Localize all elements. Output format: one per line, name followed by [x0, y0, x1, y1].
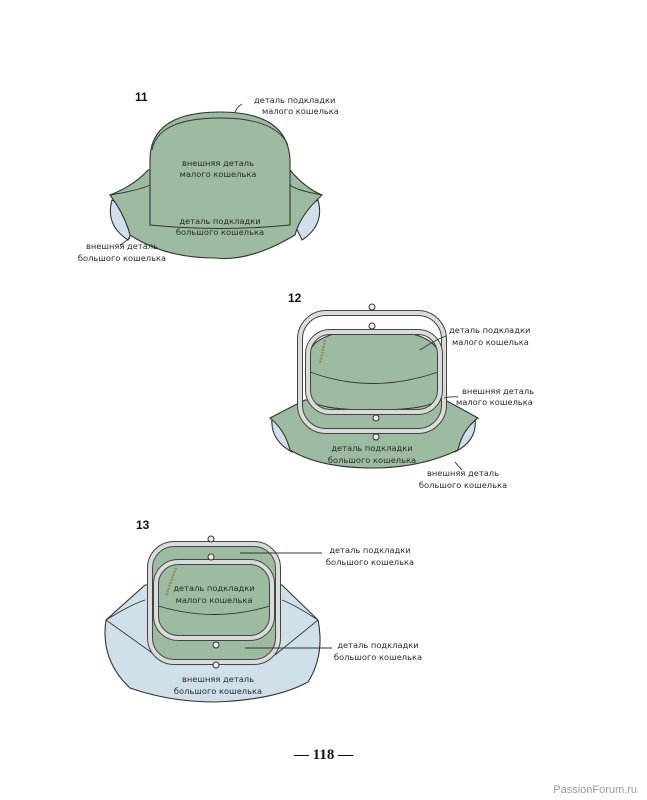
watermark: PassionForum.ru — [553, 784, 637, 796]
outer-small-purse — [307, 329, 441, 411]
page-number: — 118 — — [293, 747, 354, 763]
figure-number: 13 — [136, 518, 150, 532]
outer-small-purse — [149, 111, 291, 230]
figure-number: 11 — [135, 90, 148, 104]
figure-number: 12 — [288, 291, 302, 305]
